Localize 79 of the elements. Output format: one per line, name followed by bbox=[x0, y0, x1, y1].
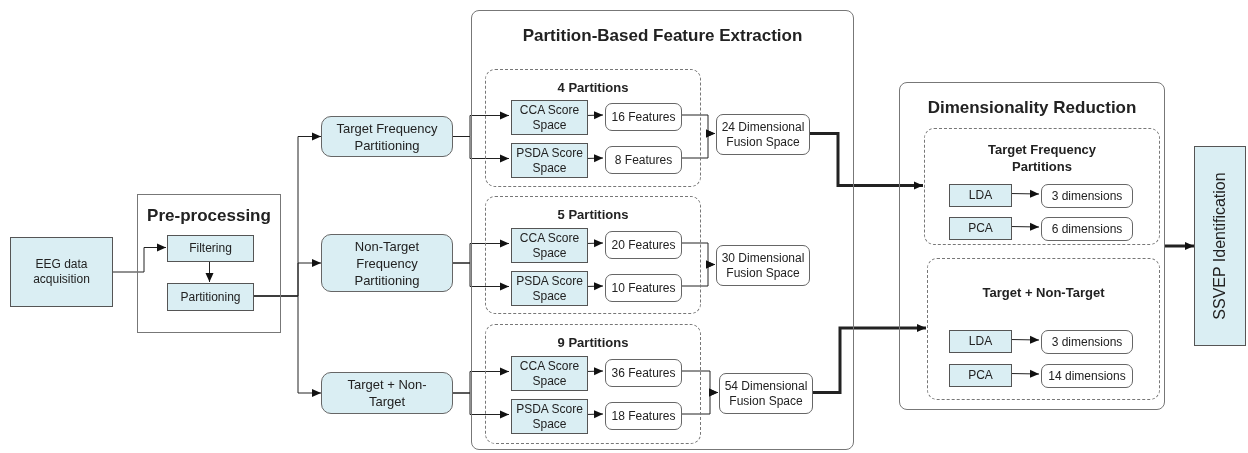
arrow bbox=[452, 262, 510, 291]
box-label: CCA Score Space bbox=[518, 102, 581, 133]
process-box bbox=[321, 116, 453, 157]
box-label: 16 Features bbox=[611, 109, 676, 125]
box-label: CCA Score Space bbox=[518, 230, 581, 261]
arrow bbox=[452, 392, 510, 419]
box-label: PCA bbox=[968, 221, 993, 236]
group-title: Partition-Based Feature Extraction bbox=[522, 25, 803, 47]
box-label: 20 Features bbox=[611, 237, 676, 253]
arrow bbox=[252, 295, 322, 397]
output-box bbox=[605, 402, 682, 430]
process-box bbox=[1194, 146, 1246, 346]
box-label: 10 Features bbox=[611, 280, 676, 296]
box-label: 14 dimensions bbox=[1048, 368, 1126, 384]
process-box bbox=[949, 184, 1012, 207]
box-label: EEG data acquisition bbox=[32, 257, 91, 287]
box-label: Filtering bbox=[189, 241, 232, 256]
box-label: PSDA Score Space bbox=[515, 145, 584, 176]
box-label: CCA Score Space bbox=[518, 358, 581, 389]
box-label: Partitioning bbox=[180, 289, 241, 305]
box-label: SSVEP Identification bbox=[1210, 172, 1229, 320]
group-title: 9 Partitions bbox=[557, 334, 629, 352]
box-label: LDA bbox=[968, 334, 993, 349]
arrow bbox=[112, 243, 167, 273]
process-box bbox=[511, 228, 588, 263]
output-box bbox=[605, 231, 682, 259]
group-title: Pre-processing bbox=[147, 205, 271, 227]
box-label: PSDA Score Space bbox=[515, 401, 584, 432]
arrow bbox=[812, 324, 926, 394]
group-title: Target Frequency Partitions bbox=[986, 141, 1098, 175]
arrow bbox=[452, 136, 510, 163]
group-title: Dimensionality Reduction bbox=[927, 97, 1137, 119]
arrow bbox=[205, 260, 214, 283]
process-box bbox=[167, 283, 254, 311]
output-box bbox=[605, 359, 682, 387]
box-label: Target + Non-Target bbox=[346, 376, 428, 410]
process-box bbox=[949, 217, 1012, 240]
box-label: 6 dimensions bbox=[1051, 221, 1123, 237]
dashed-group bbox=[924, 128, 1160, 245]
box-label: Target Frequency Partitioning bbox=[335, 119, 439, 154]
dashed-group bbox=[485, 196, 701, 314]
box-label: 36 Features bbox=[611, 365, 676, 381]
box-label: 18 Features bbox=[611, 408, 676, 424]
dashed-group bbox=[485, 69, 701, 187]
process-box bbox=[511, 100, 588, 135]
output-box bbox=[605, 274, 682, 302]
box-label: 8 Features bbox=[614, 152, 673, 168]
box-label: Non-Target Frequency Partitioning bbox=[353, 237, 421, 289]
process-box bbox=[10, 237, 113, 307]
group-box bbox=[471, 10, 854, 450]
group-box bbox=[137, 194, 281, 333]
process-box bbox=[949, 330, 1012, 353]
group-title: 4 Partitions bbox=[557, 79, 629, 97]
process-box bbox=[167, 235, 254, 262]
output-box bbox=[1041, 364, 1133, 388]
box-label: PCA bbox=[968, 368, 993, 383]
box-label: 30 Dimensional Fusion Space bbox=[720, 250, 806, 281]
box-label: 3 dimensions bbox=[1051, 188, 1123, 204]
process-box bbox=[511, 356, 588, 391]
box-label: PSDA Score Space bbox=[515, 273, 584, 304]
group-title: 5 Partitions bbox=[557, 206, 629, 224]
dashed-group bbox=[485, 324, 701, 444]
box-label: 3 dimensions bbox=[1051, 334, 1123, 350]
group-box bbox=[899, 82, 1165, 410]
group-title: Target + Non-Target bbox=[982, 284, 1105, 302]
arrow bbox=[1165, 242, 1194, 250]
output-box bbox=[1041, 330, 1133, 354]
process-box bbox=[321, 372, 453, 414]
process-box bbox=[321, 234, 453, 292]
dashed-group bbox=[927, 258, 1160, 400]
box-label: 54 Dimensional Fusion Space bbox=[723, 378, 809, 409]
output-box bbox=[605, 146, 682, 174]
output-box bbox=[605, 103, 682, 131]
box-label: 24 Dimensional Fusion Space bbox=[720, 119, 806, 150]
box-label: LDA bbox=[968, 188, 993, 203]
arrow bbox=[809, 132, 923, 190]
process-box bbox=[949, 364, 1012, 387]
output-box bbox=[1041, 217, 1133, 241]
output-box bbox=[1041, 184, 1133, 208]
